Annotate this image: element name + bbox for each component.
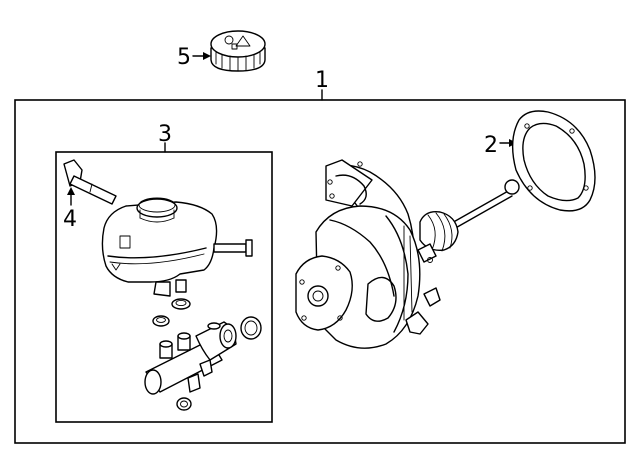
brake-booster-icon — [295, 159, 520, 349]
gasket-icon — [511, 110, 596, 212]
fluid-reservoir-icon — [101, 197, 253, 297]
callout-4: 4 — [63, 207, 77, 232]
callout-2: 2 — [484, 133, 498, 158]
assembly-frame — [14, 99, 626, 444]
kit-frame — [55, 151, 273, 423]
callout-5: 5 — [177, 45, 191, 70]
master-cylinder-icon — [144, 321, 237, 395]
callout-3: 3 — [158, 122, 172, 147]
level-sensor-icon — [63, 159, 117, 205]
grommet-icon — [152, 298, 262, 411]
reservoir-cap-icon — [210, 30, 266, 72]
callout-1: 1 — [315, 68, 329, 93]
